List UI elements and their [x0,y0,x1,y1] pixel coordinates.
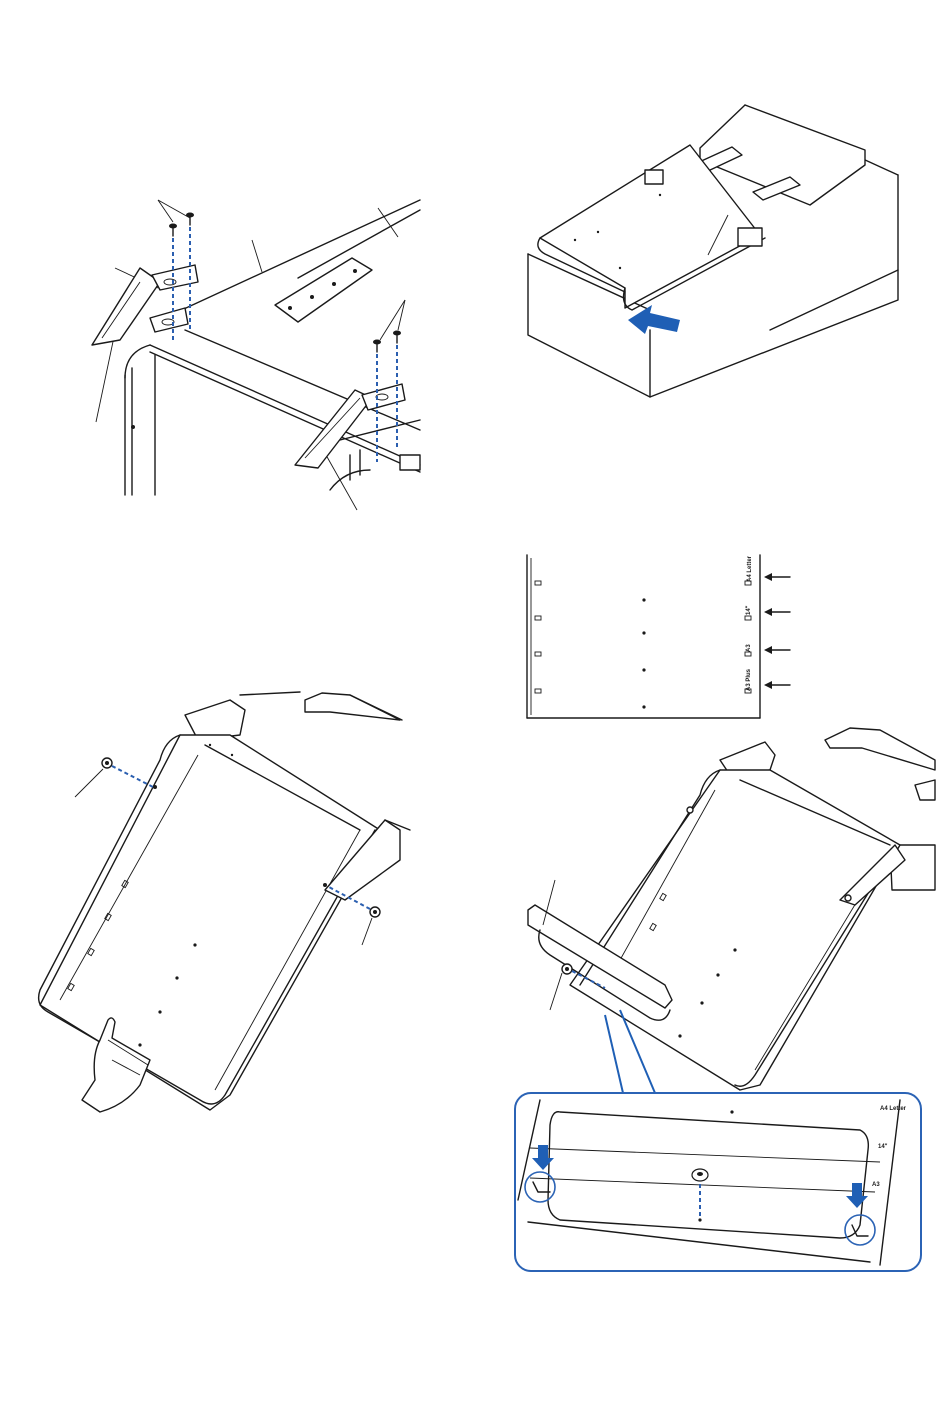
knob-icon [102,758,112,768]
panel-2-insert-tray [528,105,898,397]
detail-label-a3: A3 [872,1182,880,1188]
detail-inset: A4 Letter 14" A3 [515,1093,921,1271]
push-arrow-icon [628,305,680,334]
knob-icon [692,1169,708,1181]
arrow-left-icon [764,573,790,581]
screw-icon [393,331,401,344]
panel-1-bracket-install [92,200,420,510]
detail-label-a4-letter: A4 Letter [880,1106,907,1112]
screw-icon [373,340,381,353]
knob-icon [562,964,572,974]
panel-4-attach-knobs [39,692,410,1112]
panel-3-paper-size-marks: A4 Letter 14" A3 A3 Plus [527,555,790,718]
mark-label-a3-plus: A3 Plus [746,668,752,691]
screw-icon [186,213,194,226]
screw-icon [169,224,177,237]
knob-icon [370,907,380,917]
arrow-left-icon [764,646,790,654]
mark-label-a4-letter: A4 Letter [747,555,753,582]
arrow-left-icon [764,608,790,616]
detail-label-14: 14" [878,1144,888,1150]
panel-5-install-guide [528,728,935,1093]
arrow-left-icon [764,681,790,689]
mark-label-a3: A3 [746,644,752,652]
mark-label-14: 14" [746,605,752,615]
